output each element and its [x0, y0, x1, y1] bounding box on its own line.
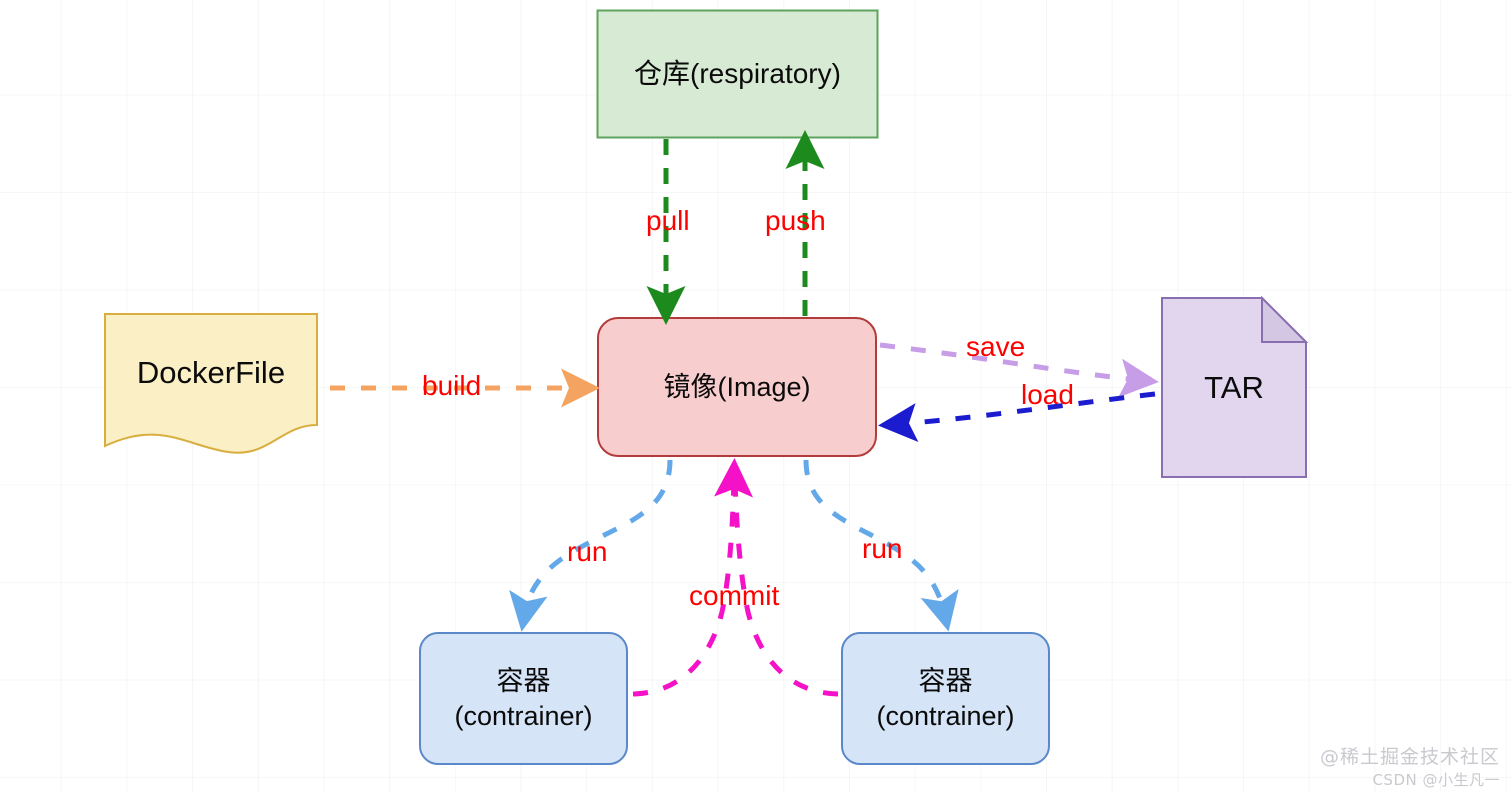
edge-commit-path-right	[732, 477, 839, 697]
tar-node-fold	[1261, 295, 1309, 343]
edge-commit-path-left	[632, 458, 754, 697]
repository-node-shape[interactable]	[596, 9, 879, 139]
image-node-shape[interactable]	[597, 317, 877, 457]
edge-save-path	[879, 342, 1159, 398]
edge-load-path	[878, 391, 1156, 443]
edge-run-right-path	[803, 459, 959, 632]
container-right-node-shape[interactable]	[841, 632, 1050, 765]
dockerfile-node-shape[interactable]	[104, 313, 318, 454]
container-left-node-shape[interactable]	[419, 632, 628, 765]
edge-run-left-path	[509, 459, 673, 632]
